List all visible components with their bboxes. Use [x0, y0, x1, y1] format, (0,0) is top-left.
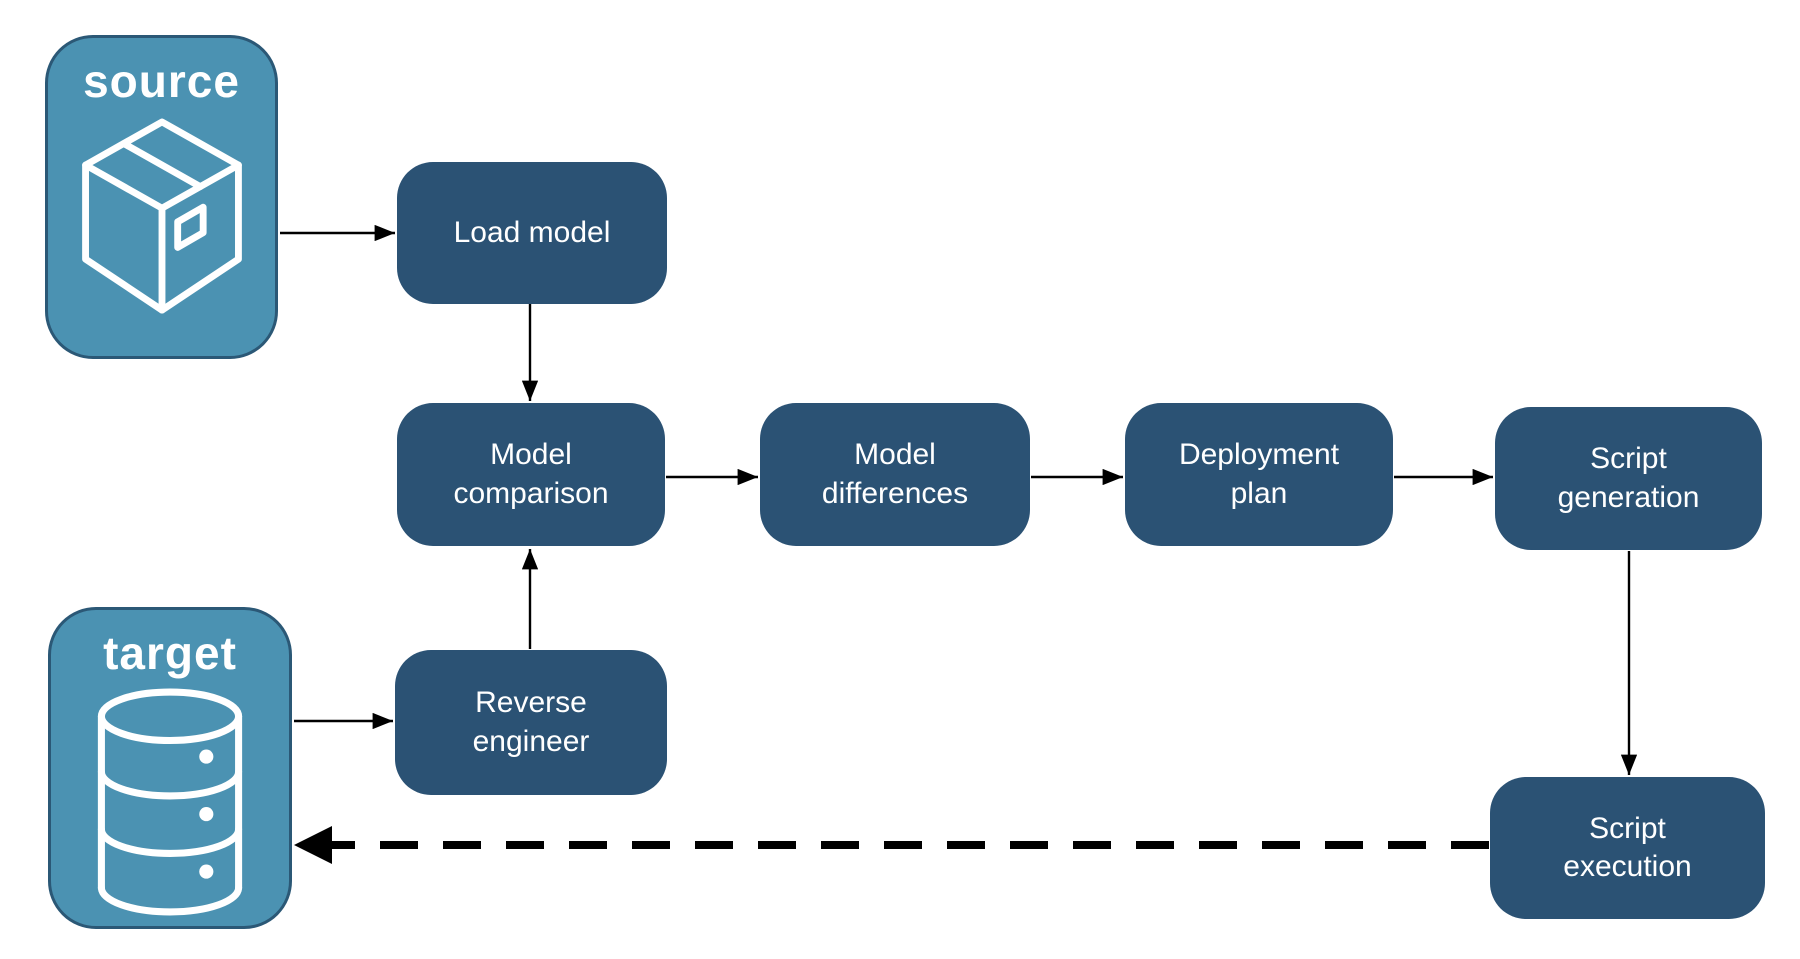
node-deployment-plan: Deployment plan — [1125, 403, 1393, 546]
node-source: source — [45, 35, 278, 359]
node-model-differences: Model differences — [760, 403, 1030, 546]
node-label: Deployment plan — [1178, 438, 1340, 510]
node-script-execution: Script execution — [1490, 777, 1765, 919]
source-title: source — [83, 55, 240, 107]
node-label: Reverse engineer — [472, 686, 590, 758]
node-target: target — [48, 607, 292, 929]
node-reverse-engineer: Reverse engineer — [395, 650, 667, 795]
package-icon — [81, 118, 242, 314]
node-label: Script generation — [1557, 442, 1700, 514]
node-label: Script execution — [1563, 811, 1692, 883]
node-script-generation: Script generation — [1495, 407, 1762, 550]
node-label: Load model — [453, 215, 611, 249]
dashed-arrowhead — [294, 826, 332, 864]
node-label: Model comparison — [453, 438, 609, 510]
edge-script-execution-to-target — [294, 826, 1489, 864]
node-load-model: Load model — [397, 162, 667, 304]
node-model-comparison: Model comparison — [397, 403, 665, 546]
target-title: target — [103, 627, 237, 679]
database-icon — [97, 688, 243, 916]
node-label: Model differences — [821, 438, 969, 510]
